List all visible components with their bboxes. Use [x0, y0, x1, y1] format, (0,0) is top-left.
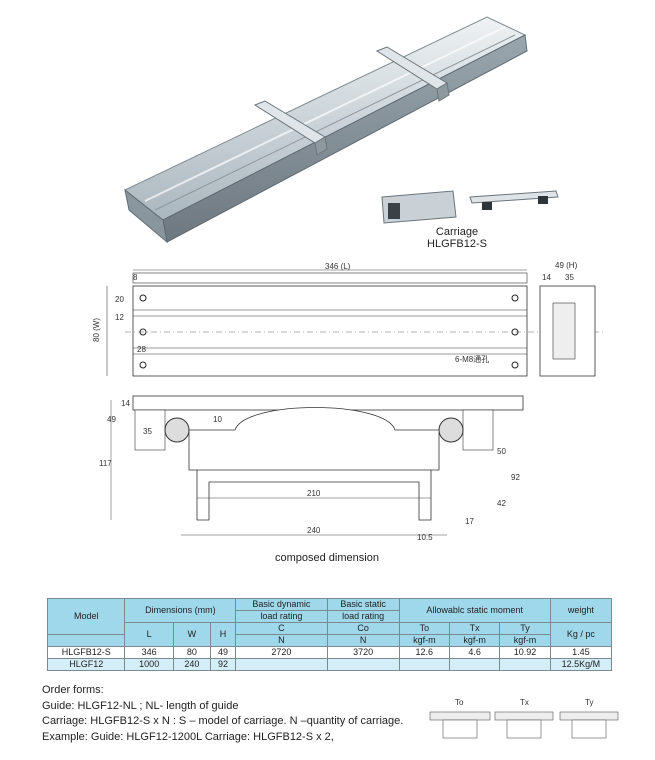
- moment-to-label: To: [455, 698, 464, 707]
- cell-Ty: 10.92: [499, 646, 551, 659]
- mount-hole: [511, 361, 519, 369]
- cell-To: 12.6: [398, 646, 450, 659]
- mount-hole: [139, 294, 147, 302]
- cross-section-drawing: 117 49 14 35 10 210 240 50 92 42 17 10.5: [99, 395, 524, 542]
- section-caption: composed dimension: [275, 552, 379, 564]
- cell-W: 80: [172, 646, 211, 659]
- cell-model: HLGFB12-S: [46, 646, 126, 659]
- cell-weight: 12.5Kg/M: [549, 658, 613, 671]
- dynamic-load-sub: load rating: [235, 610, 328, 623]
- cell-To: [398, 658, 450, 671]
- order-line-guide: Guide: HLGF12-NL ; NL- length of guide: [42, 700, 239, 712]
- dim-10: 10: [213, 415, 222, 424]
- order-title: Order forms:: [42, 684, 104, 696]
- order-line-carriage: Carriage: HLGFB12-S x N : S – model of c…: [42, 715, 404, 727]
- dim-117: 117: [99, 459, 112, 468]
- dim-50: 50: [497, 447, 506, 456]
- dim-49: 49: [107, 415, 116, 424]
- moment-ty-label: Ty: [585, 698, 593, 707]
- cell-Tx: 4.6: [448, 646, 501, 659]
- cell-C: 2720: [235, 646, 328, 659]
- model-header: Model: [46, 598, 126, 635]
- moment-tx-label: Tx: [520, 698, 529, 707]
- carriage-caption-model: HLGFB12-S: [427, 238, 487, 250]
- sec-dim-14: 14: [121, 399, 130, 408]
- col-C: C: [235, 622, 328, 635]
- side-dim-35: 35: [565, 273, 574, 282]
- unit-Tx: kgf-m: [448, 634, 501, 647]
- cell-H: 49: [209, 646, 237, 659]
- dim-10-5: 10.5: [417, 533, 433, 542]
- cell-Tx: [448, 658, 501, 671]
- mount-hole: [139, 361, 147, 369]
- dim-42: 42: [497, 499, 506, 508]
- dim-12: 12: [115, 313, 124, 322]
- cell-W: 240: [172, 658, 211, 671]
- mount-hole: [511, 328, 519, 336]
- unit-C: N: [235, 634, 328, 647]
- dim-17: 17: [465, 517, 474, 526]
- moment-diagrams: To Tx Ty: [429, 698, 619, 739]
- cell-C: [235, 658, 328, 671]
- dim-8: 8: [133, 273, 138, 282]
- moment-header: Allowablc static moment: [398, 598, 551, 623]
- static-load-header: Basic static: [326, 598, 400, 611]
- unit-weight: Kg / pc: [549, 622, 613, 647]
- weight-header: weight: [549, 598, 613, 623]
- cell-H: 92: [209, 658, 237, 671]
- cell-model: HLGF12: [46, 658, 126, 671]
- hole-note: 6-M8通孔: [455, 354, 489, 364]
- unit-To: kgf-m: [398, 634, 450, 647]
- guide-rail-illustration: [124, 16, 528, 244]
- unit-model-spacer: [46, 634, 126, 647]
- side-dim-14: 14: [542, 273, 551, 282]
- top-view-drawing: 346 (L) 80 (W) 8 20 12 28 6-M8通孔 49 (H) …: [92, 261, 605, 377]
- spec-table: Model Dimensions (mm) Basic dynamic Basi…: [46, 598, 613, 671]
- dim-28: 28: [137, 345, 146, 354]
- col-Co: Co: [326, 622, 400, 635]
- carriage-illustration: [381, 190, 559, 224]
- sec-dim-35: 35: [143, 427, 152, 436]
- mount-hole: [139, 328, 147, 336]
- dim-210: 210: [307, 489, 321, 498]
- col-Tx: Tx: [448, 622, 501, 635]
- order-line-example: Example: Guide: HLGF12-1200L Carriage: H…: [42, 731, 334, 743]
- table-row: HLGFB12-S 346 80 49 2720 3720 12.6 4.6 1…: [46, 646, 613, 659]
- cell-Co: 3720: [326, 646, 400, 659]
- unit-Co: N: [326, 634, 400, 647]
- carriage-caption-title: Carriage: [435, 226, 479, 238]
- dim-92: 92: [511, 473, 520, 482]
- cell-weight: 1.45: [549, 646, 613, 659]
- length-label: 346 (L): [325, 262, 351, 271]
- static-load-sub: load rating: [326, 610, 400, 623]
- table-row: HLGF12 1000 240 92 12.5Kg/M: [46, 658, 613, 671]
- cell-L: 346: [124, 646, 174, 659]
- col-To: To: [398, 622, 450, 635]
- dim-240: 240: [307, 526, 321, 535]
- cell-L: 1000: [124, 658, 174, 671]
- cell-Co: [326, 658, 400, 671]
- unit-Ty: kgf-m: [499, 634, 551, 647]
- col-H: H: [209, 622, 237, 647]
- mount-hole: [511, 294, 519, 302]
- dimensions-header: Dimensions (mm): [124, 598, 237, 623]
- width-label: 80 (W): [92, 318, 101, 342]
- col-L: L: [124, 622, 174, 647]
- carriage-caption: Carriage HLGFB12-S: [412, 226, 502, 250]
- col-W: W: [172, 622, 211, 647]
- height-label: 49 (H): [555, 261, 578, 270]
- dynamic-load-header: Basic dynamic: [235, 598, 328, 611]
- dim-20: 20: [115, 295, 124, 304]
- cell-Ty: [499, 658, 551, 671]
- col-Ty: Ty: [499, 622, 551, 635]
